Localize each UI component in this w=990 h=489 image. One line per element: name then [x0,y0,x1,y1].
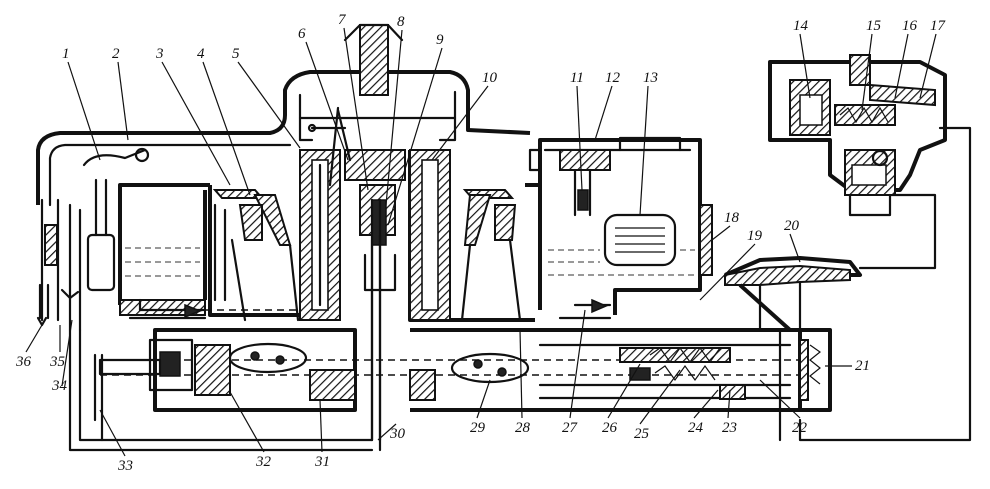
part-label-8: 8 [397,14,405,30]
part-label-5: 5 [232,46,240,62]
part-label-17: 17 [930,18,947,34]
diaphragm-assembly [724,126,972,442]
part-label-31: 31 [314,454,330,470]
part-label-10: 10 [482,70,498,86]
part-label-14: 14 [793,18,809,34]
part-label-11: 11 [570,70,584,86]
part-label-35: 35 [49,354,66,370]
accelerator-pump [36,147,150,332]
part-label-22: 22 [792,420,808,436]
part-label-24: 24 [688,420,704,436]
part-label-13: 13 [643,70,658,86]
part-label-6: 6 [298,26,306,42]
piping [68,198,382,452]
part-label-3: 3 [155,46,164,62]
part-label-1: 1 [62,46,70,62]
part-label-19: 19 [747,228,763,244]
part-label-30: 30 [389,426,406,442]
part-label-27: 27 [562,420,579,436]
part-label-33: 33 [117,458,133,474]
right-barrel [408,149,542,322]
part-label-28: 28 [515,420,531,436]
part-label-12: 12 [605,70,621,86]
part-label-26: 26 [602,420,618,436]
right-float-chamber [528,136,713,315]
left-float-chamber [118,183,210,316]
part-label-18: 18 [724,210,740,226]
part-label-2: 2 [112,46,120,62]
air-intake-cover [36,23,531,207]
part-label-23: 23 [722,420,737,436]
part-label-7: 7 [338,12,347,28]
part-label-4: 4 [197,46,205,62]
part-label-25: 25 [634,426,650,442]
part-label-29: 29 [470,420,486,436]
left-barrel [208,149,341,322]
leader-lines [25,27,937,457]
part-label-16: 16 [902,18,918,34]
part-label-20: 20 [784,218,800,234]
speed-governor [768,54,947,217]
part-label-32: 32 [255,454,272,470]
part-label-36: 36 [15,354,32,370]
part-label-34: 34 [51,378,68,394]
part-label-15: 15 [866,18,882,34]
part-label-21: 21 [855,358,870,374]
part-label-9: 9 [436,32,444,48]
power-valve [538,298,792,400]
